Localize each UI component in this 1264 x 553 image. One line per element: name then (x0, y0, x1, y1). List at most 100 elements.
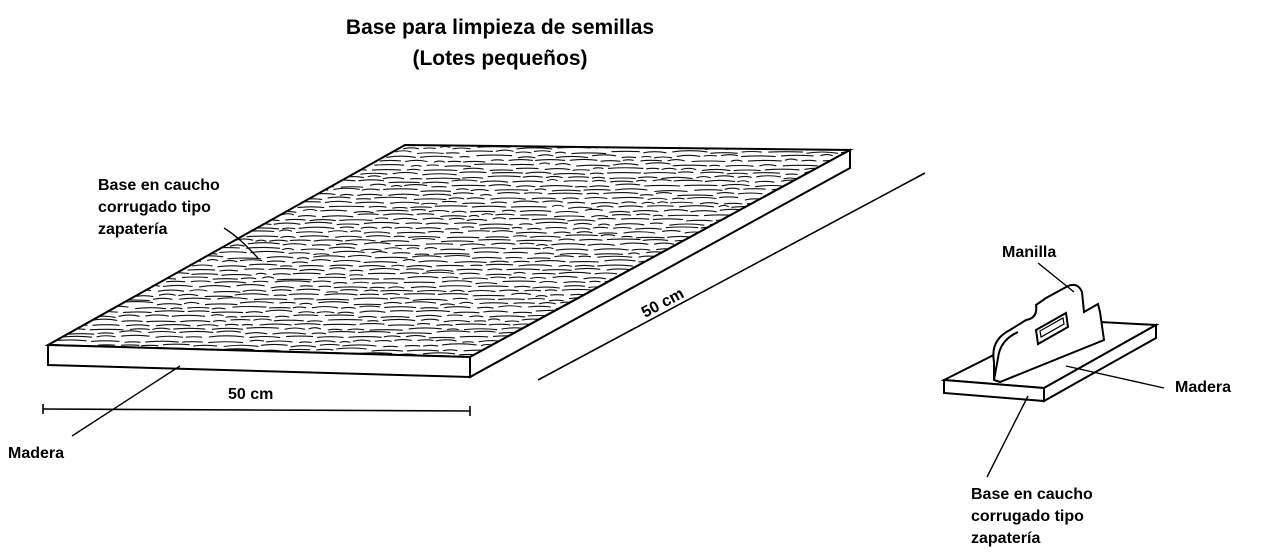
texture-stroke (820, 243, 845, 246)
texture-stroke (605, 352, 639, 355)
texture-stroke (597, 328, 614, 331)
texture-stroke (153, 256, 171, 259)
texture-stroke (327, 328, 343, 331)
texture-stroke (726, 172, 748, 175)
texture-stroke (640, 141, 662, 142)
texture-stroke (555, 210, 579, 214)
texture-stroke (515, 231, 547, 234)
texture-stroke (451, 179, 478, 182)
texture-stroke (172, 159, 190, 161)
texture-stroke (282, 243, 307, 246)
texture-stroke (533, 150, 551, 153)
texture-stroke (471, 247, 506, 250)
texture-stroke (628, 343, 660, 347)
texture-stroke (597, 264, 634, 267)
texture-stroke (48, 146, 73, 149)
texture-stroke (299, 268, 325, 272)
texture-stroke (316, 151, 331, 154)
texture-stroke (396, 332, 432, 335)
texture-stroke (551, 243, 586, 246)
texture-stroke (168, 154, 182, 157)
texture-stroke (167, 143, 191, 144)
texture-stroke (583, 318, 603, 321)
texture-stroke (558, 347, 575, 350)
texture-stroke (800, 362, 824, 363)
texture-stroke (512, 180, 544, 183)
texture-stroke (541, 349, 557, 352)
texture-stroke (796, 320, 822, 323)
texture-stroke (520, 210, 552, 212)
texture-stroke (657, 201, 669, 204)
texture-stroke (360, 226, 378, 229)
texture-stroke (369, 267, 400, 271)
texture-stroke (511, 206, 547, 208)
texture-stroke (459, 301, 474, 305)
texture-stroke (328, 331, 356, 333)
texture-stroke (725, 164, 754, 167)
texture-stroke (753, 140, 786, 141)
texture-stroke (62, 302, 75, 305)
texture-stroke (631, 248, 651, 251)
texture-stroke (568, 176, 590, 178)
texture-stroke (584, 208, 604, 211)
texture-stroke (48, 230, 62, 233)
texture-stroke (389, 297, 410, 300)
texture-stroke (615, 183, 641, 186)
texture-stroke (305, 139, 338, 140)
texture-stroke (414, 253, 430, 256)
texture-stroke (669, 267, 685, 270)
texture-stroke (173, 327, 206, 330)
texture-stroke (477, 146, 511, 148)
texture-stroke (360, 172, 388, 175)
texture-stroke (764, 322, 799, 325)
texture-stroke (70, 293, 83, 297)
texture-stroke (854, 190, 873, 191)
texture-stroke (150, 155, 166, 158)
texture-stroke (758, 309, 776, 312)
texture-stroke (534, 260, 566, 263)
texture-stroke (847, 223, 850, 226)
texture-stroke (48, 192, 59, 195)
texture-stroke (768, 358, 794, 359)
texture-stroke (422, 217, 444, 220)
texture-stroke (654, 143, 675, 144)
texture-stroke (263, 162, 294, 165)
texture-stroke (864, 328, 898, 329)
texture-stroke (293, 314, 319, 317)
texture-stroke (240, 315, 270, 318)
texture-stroke (374, 196, 408, 199)
texture-stroke (455, 323, 487, 326)
texture-stroke (490, 201, 508, 204)
texture-stroke (410, 286, 437, 289)
texture-stroke (600, 234, 616, 237)
texture-stroke (422, 271, 455, 275)
texture-stroke (390, 185, 403, 188)
texture-stroke (59, 255, 82, 259)
texture-stroke (324, 293, 358, 296)
texture-stroke (248, 263, 278, 266)
texture-stroke (68, 173, 84, 176)
texture-stroke (863, 259, 885, 260)
texture-stroke (858, 295, 870, 296)
texture-stroke (448, 217, 465, 220)
texture-stroke (714, 175, 735, 178)
texture-stroke (126, 324, 150, 327)
texture-stroke (694, 358, 717, 359)
texture-stroke (441, 280, 473, 283)
texture-stroke (332, 250, 365, 254)
texture-stroke (275, 188, 288, 191)
texture-stroke (782, 164, 818, 167)
texture-stroke (364, 146, 377, 149)
texture-stroke (423, 344, 439, 347)
texture-stroke (681, 311, 693, 313)
texture-stroke (433, 160, 446, 163)
texture-stroke (406, 168, 421, 171)
texture-stroke (480, 180, 509, 183)
texture-stroke (786, 281, 805, 284)
texture-stroke (427, 230, 444, 233)
texture-stroke (90, 159, 118, 162)
texture-stroke (193, 160, 220, 163)
texture-stroke (827, 319, 845, 322)
texture-stroke (71, 158, 84, 161)
texture-stroke (86, 240, 103, 243)
